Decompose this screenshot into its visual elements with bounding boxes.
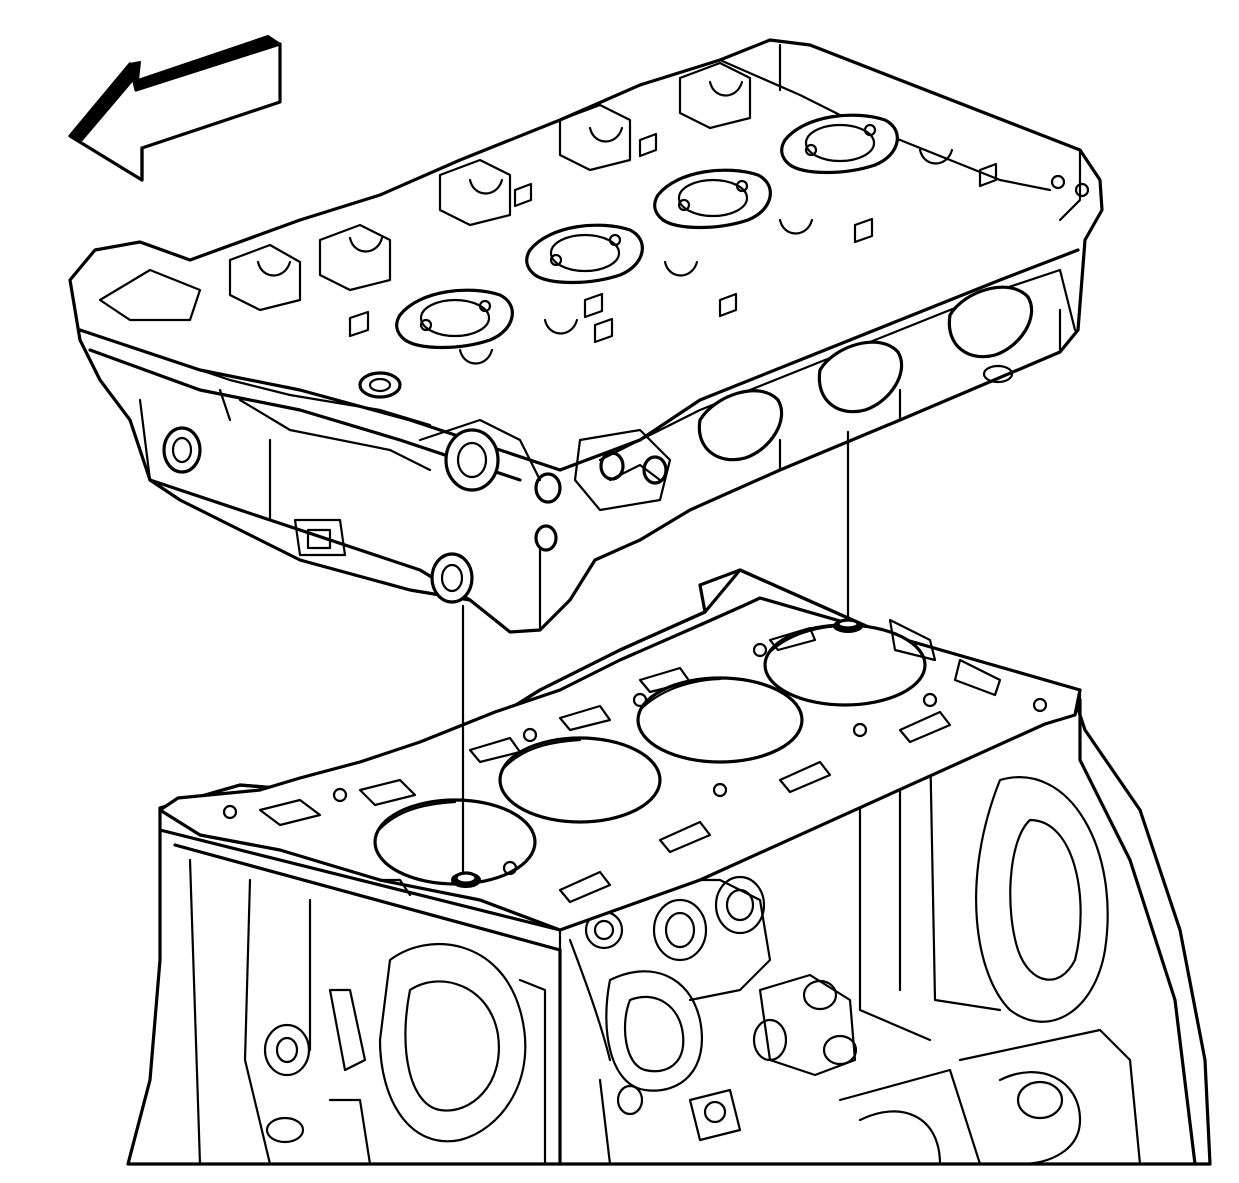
head-gasket [158, 596, 1082, 952]
spark-plug-pad-2 [525, 223, 644, 285]
cylinder-bore-2 [498, 736, 662, 824]
cylinder-head [68, 38, 1104, 634]
port-2 [817, 340, 904, 414]
port-1 [697, 389, 784, 462]
cylinder-bore-1 [373, 798, 537, 886]
head-front-plug-lower [430, 552, 474, 604]
alignment-guides [461, 430, 850, 874]
head-front-plug-upper [162, 426, 202, 474]
cylinder-bore-3 [636, 676, 804, 764]
front-direction-arrow [68, 35, 282, 182]
spark-plug-pad-1 [395, 288, 514, 350]
spark-plug-pad-4 [780, 113, 899, 175]
spark-plug-pad-3 [653, 168, 772, 230]
cylinder-bore-4 [763, 623, 927, 707]
port-3 [947, 285, 1034, 359]
